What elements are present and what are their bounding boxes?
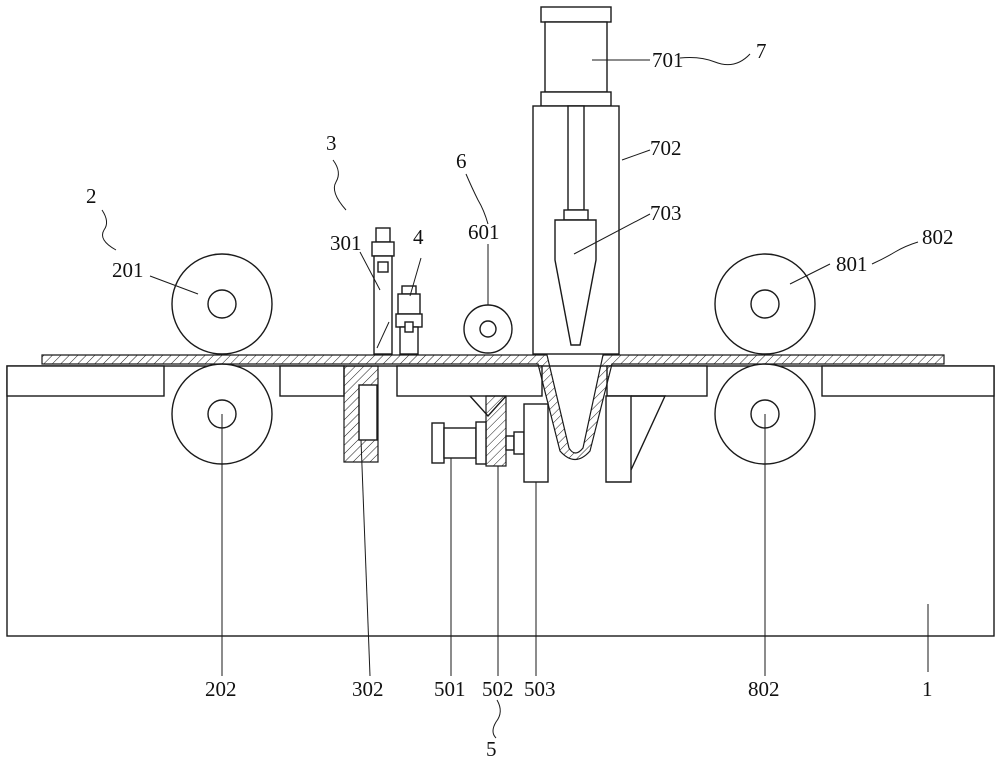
reference-numerals: 701 7 702 703 3 301 4 6 601 2 201 802 80… bbox=[86, 39, 954, 761]
label-202: 202 bbox=[205, 677, 237, 701]
label-3: 3 bbox=[326, 131, 337, 155]
label-501: 501 bbox=[434, 677, 466, 701]
upper-roller-right bbox=[714, 253, 816, 355]
label-2: 2 bbox=[86, 184, 97, 208]
label-703: 703 bbox=[650, 201, 682, 225]
small-roller bbox=[463, 304, 513, 354]
label-502: 502 bbox=[482, 677, 514, 701]
upper-roller-left bbox=[171, 253, 273, 355]
label-5: 5 bbox=[486, 737, 497, 761]
label-4: 4 bbox=[413, 225, 424, 249]
label-801: 801 bbox=[836, 252, 868, 276]
label-301: 301 bbox=[330, 231, 362, 255]
label-802-top: 802 bbox=[922, 225, 954, 249]
label-6: 6 bbox=[456, 149, 467, 173]
label-201: 201 bbox=[112, 258, 144, 282]
press-cylinder bbox=[395, 285, 423, 355]
tension-unit bbox=[431, 395, 549, 483]
label-302: 302 bbox=[352, 677, 384, 701]
press-assembly bbox=[532, 6, 667, 483]
label-802-bottom: 802 bbox=[748, 677, 780, 701]
leader-lines bbox=[101, 53, 929, 739]
label-701: 701 bbox=[652, 48, 684, 72]
label-1: 1 bbox=[922, 677, 933, 701]
metal-sheet bbox=[41, 354, 945, 461]
label-702: 702 bbox=[650, 136, 682, 160]
label-503: 503 bbox=[524, 677, 556, 701]
cutter-assembly bbox=[343, 227, 395, 463]
label-601: 601 bbox=[468, 220, 500, 244]
label-7: 7 bbox=[756, 39, 767, 63]
